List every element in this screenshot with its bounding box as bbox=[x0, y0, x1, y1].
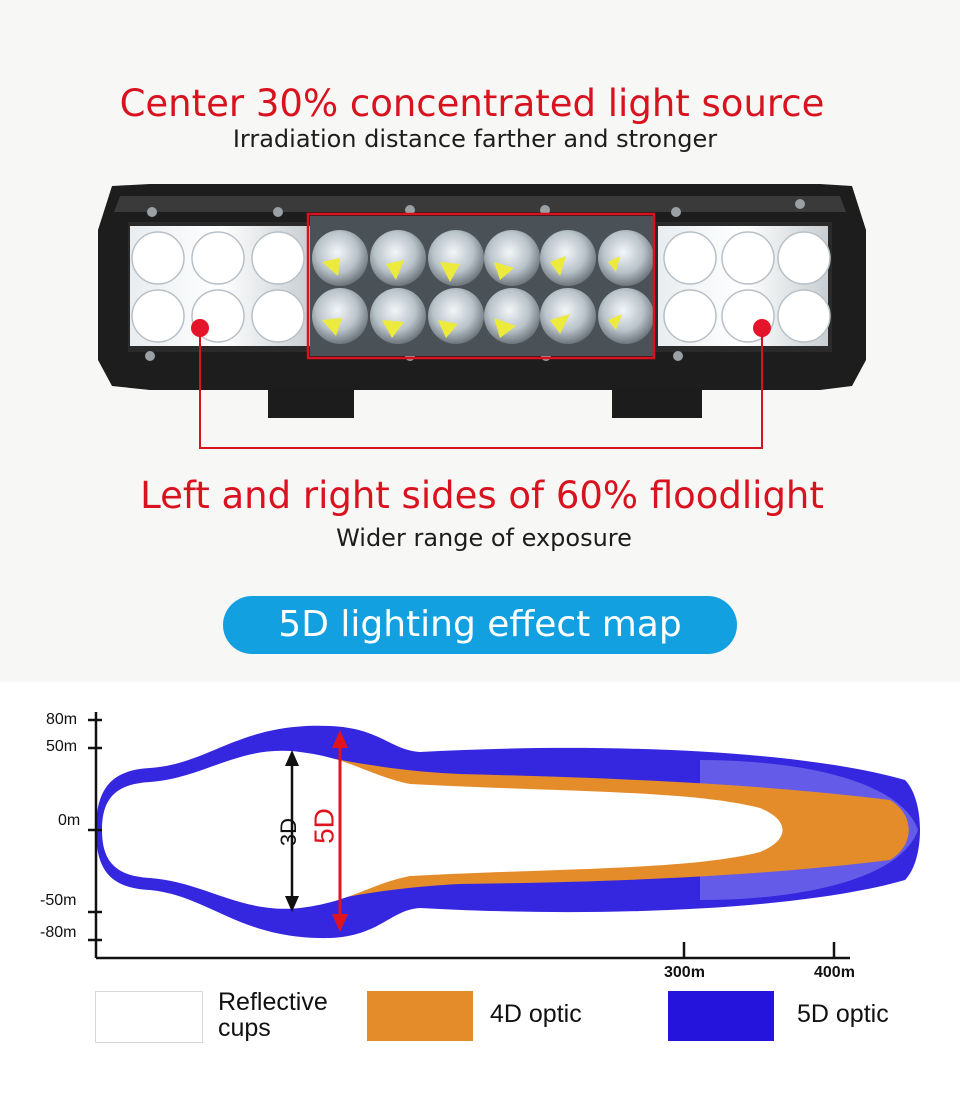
y-tick-0m: 0m bbox=[58, 812, 81, 829]
light-bar-illustration bbox=[98, 184, 866, 449]
callout-markers bbox=[191, 212, 771, 449]
mount-foot-right bbox=[612, 388, 702, 418]
floodlight-headline: Left and right sides of 60% floodlight bbox=[140, 474, 824, 517]
y-tick-minus-80m: -80m bbox=[40, 924, 77, 941]
x-tick-300m: 300m bbox=[664, 964, 705, 981]
x-tick-400m: 400m bbox=[814, 964, 855, 981]
center-highlight-frame bbox=[306, 212, 656, 360]
section-title-pill: 5D lighting effect map bbox=[223, 596, 737, 654]
y-tick-50m: 50m bbox=[46, 738, 78, 755]
center-light-headline: Center 30% concentrated light source bbox=[119, 82, 825, 125]
center-light-subline: Irradiation distance farther and stronge… bbox=[232, 125, 718, 153]
led-chip-glow bbox=[322, 256, 622, 338]
center-lens-array bbox=[310, 216, 654, 356]
left-marker-dot bbox=[191, 319, 209, 337]
legend-swatch-reflective bbox=[95, 991, 203, 1043]
floodlight-subline: Wider range of exposure bbox=[336, 524, 632, 552]
y-tick-minus-50m: -50m bbox=[40, 892, 77, 909]
legend-swatch-4d bbox=[367, 991, 473, 1041]
legend-label-5d: 5D optic bbox=[797, 1000, 889, 1028]
legend-label-4d: 4D optic bbox=[490, 1000, 582, 1028]
side-callout-line bbox=[199, 336, 763, 449]
legend-label-reflective: Reflective cups bbox=[218, 988, 328, 1042]
right-marker-dot bbox=[753, 319, 771, 337]
y-tick-80m: 80m bbox=[46, 711, 78, 728]
legend-swatch-5d bbox=[668, 991, 774, 1041]
mount-foot-left bbox=[268, 388, 354, 418]
